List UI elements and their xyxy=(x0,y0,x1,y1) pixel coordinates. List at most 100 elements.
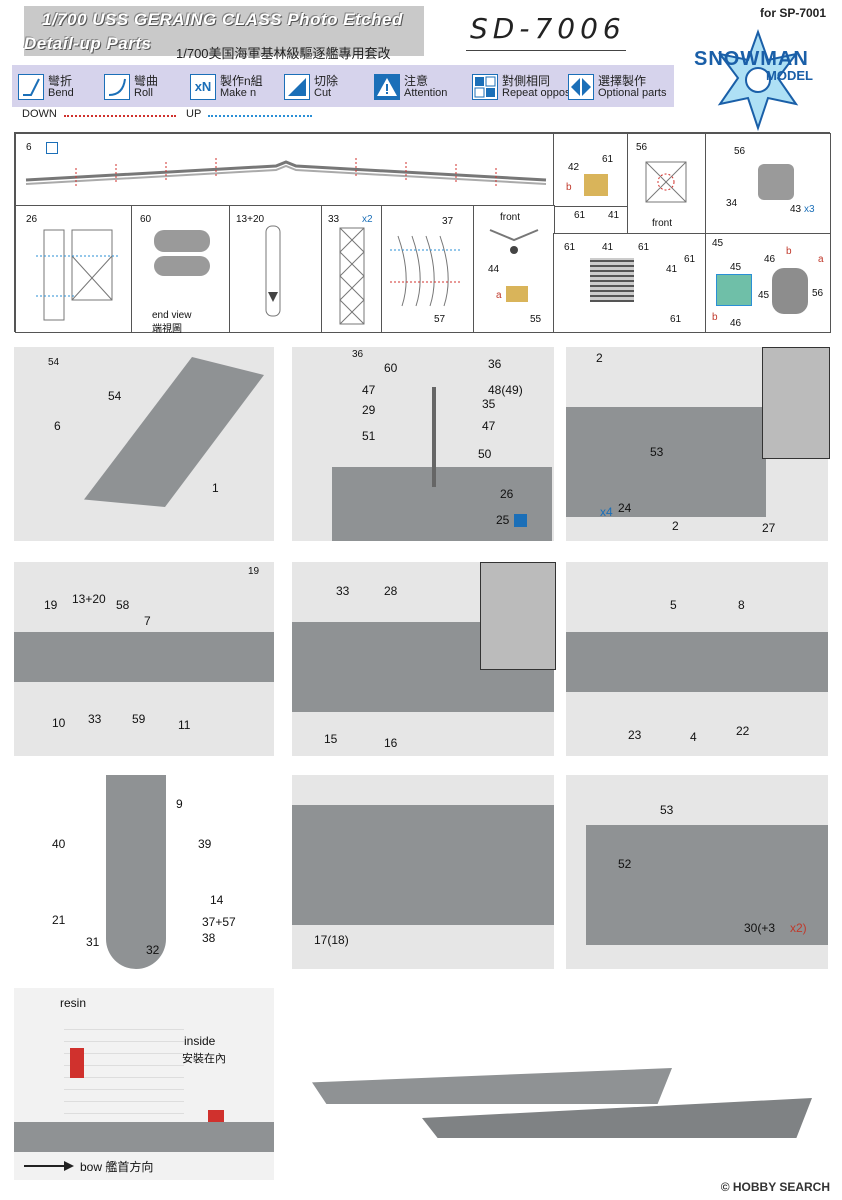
lbl-26: 26 xyxy=(26,214,38,225)
rail-number: 6 xyxy=(26,142,32,153)
lbl-53: 53 xyxy=(660,803,674,817)
rack-drawing xyxy=(489,229,539,254)
cut-icon xyxy=(284,74,310,100)
lbl-front: front xyxy=(652,218,673,229)
rail-loop-drawing xyxy=(265,225,281,317)
step-56a: 56 front xyxy=(627,133,707,235)
lbl-60: 60 xyxy=(384,361,398,375)
repeat-opposite-icon xyxy=(472,74,498,100)
grating xyxy=(590,258,634,302)
lbl-19: 19 xyxy=(44,598,58,612)
lbl-inside-cn: 安裝在內 xyxy=(182,1053,226,1065)
legend-optional-cn: 選擇製作 xyxy=(598,74,647,88)
lbl-61d: 61 xyxy=(670,314,682,325)
hull-side xyxy=(14,1122,274,1152)
lbl-28: 28 xyxy=(384,584,398,598)
legend-optional-en: Optional parts xyxy=(598,87,667,99)
truss-drawing xyxy=(339,227,365,325)
lbl-bow: bow 艦首方向 xyxy=(80,1160,154,1174)
ladder-drawing xyxy=(36,229,120,321)
repeat-opposite-icon xyxy=(514,514,527,527)
down-line xyxy=(64,115,176,117)
title-line1: 1/700 USS GERAING CLASS Photo Etched xyxy=(42,10,403,29)
lbl-61a: 61 xyxy=(602,154,614,165)
legend-bar: 彎折 Bend 彎曲 Roll xN 製作n組 Make n 切除 Cut 注意… xyxy=(12,65,674,107)
lbl-59: 59 xyxy=(132,712,146,726)
title-line2: Detail-up Parts xyxy=(24,34,152,53)
roll-icon xyxy=(104,74,130,100)
step-45: 45 45 b 46 46 b a 45 56 xyxy=(705,233,831,333)
lbl-6: 6 xyxy=(54,419,61,433)
lbl-13-20: 13+20 xyxy=(72,592,106,606)
lbl-45a: 45 xyxy=(712,238,724,249)
logo-line1: SNOWMAN xyxy=(694,48,809,70)
lbl-41: 41 xyxy=(608,210,620,221)
title-chinese: 1/700美国海軍基林級驅逐艦專用套改 xyxy=(176,46,391,61)
lbl-b: b xyxy=(566,182,572,193)
lbl-16: 16 xyxy=(384,736,398,750)
inset-view xyxy=(762,347,830,459)
lbl-47b: 47 xyxy=(482,419,496,433)
legend-bend-en: Bend xyxy=(48,87,74,99)
step-33: 33 x2 xyxy=(321,205,383,333)
lbl-x2: x2) xyxy=(790,921,807,935)
lbl-42: 42 xyxy=(568,162,580,173)
hull-boats xyxy=(292,805,554,925)
lbl-36a: 36 xyxy=(352,349,364,360)
hull-mid xyxy=(332,467,552,541)
lbl-11: 11 xyxy=(178,718,191,732)
lbl-5: 5 xyxy=(670,598,677,612)
resin-highlight xyxy=(70,1048,84,1078)
legend-attention-cn: 注意 xyxy=(404,74,429,88)
lbl-51: 51 xyxy=(362,429,376,443)
hull-torpedo xyxy=(586,825,828,945)
snowflake-icon xyxy=(717,29,799,132)
make-n-icon: xN xyxy=(190,74,216,100)
lbl-17-18: 17(18) xyxy=(314,933,349,947)
lbl-10: 10 xyxy=(52,716,66,730)
mast-top xyxy=(772,268,808,314)
davit-drawing xyxy=(390,235,462,307)
lbl-29: 29 xyxy=(362,403,376,417)
lbl-33: 33 xyxy=(336,584,350,598)
photo-resin-part: resin inside 安裝在內 bow 艦首方向 xyxy=(14,988,274,1180)
lbl-end-view: end view xyxy=(152,310,192,321)
lbl-36: 36 xyxy=(488,357,502,371)
brass-part xyxy=(584,174,608,196)
lbl-53: 53 xyxy=(650,445,664,459)
step-13-20: 13+20 xyxy=(229,205,323,333)
lbl-38: 38 xyxy=(202,931,216,945)
hull-stern xyxy=(566,632,828,692)
hull-superstructure xyxy=(566,407,766,517)
hull-aft xyxy=(14,632,274,682)
lbl-8: 8 xyxy=(738,598,745,612)
bend-icon xyxy=(46,142,58,154)
legend-cut-en: Cut xyxy=(314,87,332,99)
lbl-14: 14 xyxy=(210,893,224,907)
lbl-a: a xyxy=(496,290,502,301)
searchlight xyxy=(154,230,210,252)
lbl-31: 31 xyxy=(86,935,100,949)
down-label: DOWN xyxy=(22,108,57,120)
legend-repeat-opposite-cn: 對側相同 xyxy=(502,74,551,88)
lbl-27: 27 xyxy=(762,521,776,535)
lbl-61c: 61 xyxy=(684,254,696,265)
rail-drawing xyxy=(25,158,547,186)
lbl-54a: 54 xyxy=(48,357,60,368)
title-banner: 1/700 USS GERAING CLASS Photo Etched Det… xyxy=(24,6,424,56)
lbl-56: 56 xyxy=(636,142,648,153)
step-61-41: 61 41 61 41 61 61 xyxy=(553,233,707,333)
lbl-52: 52 xyxy=(618,857,632,871)
snowman-logo: SNOWMAN MODEL xyxy=(688,22,828,132)
lbl-26: 26 xyxy=(500,487,514,501)
mast xyxy=(432,387,436,487)
legend-attention-en: Attention xyxy=(404,87,448,99)
lbl-57: 57 xyxy=(434,314,446,325)
parts-diagram-grid: 6 42 61 b 61 41 56 front 56 34 xyxy=(14,132,831,335)
arrow-right-icon xyxy=(24,1161,74,1171)
legend-make-n-en: Make n xyxy=(220,87,257,99)
inset-view xyxy=(480,562,556,670)
lbl-7: 7 xyxy=(144,614,151,628)
product-code: SD-7006 xyxy=(470,12,626,45)
lbl-46b: 46 xyxy=(764,254,776,265)
